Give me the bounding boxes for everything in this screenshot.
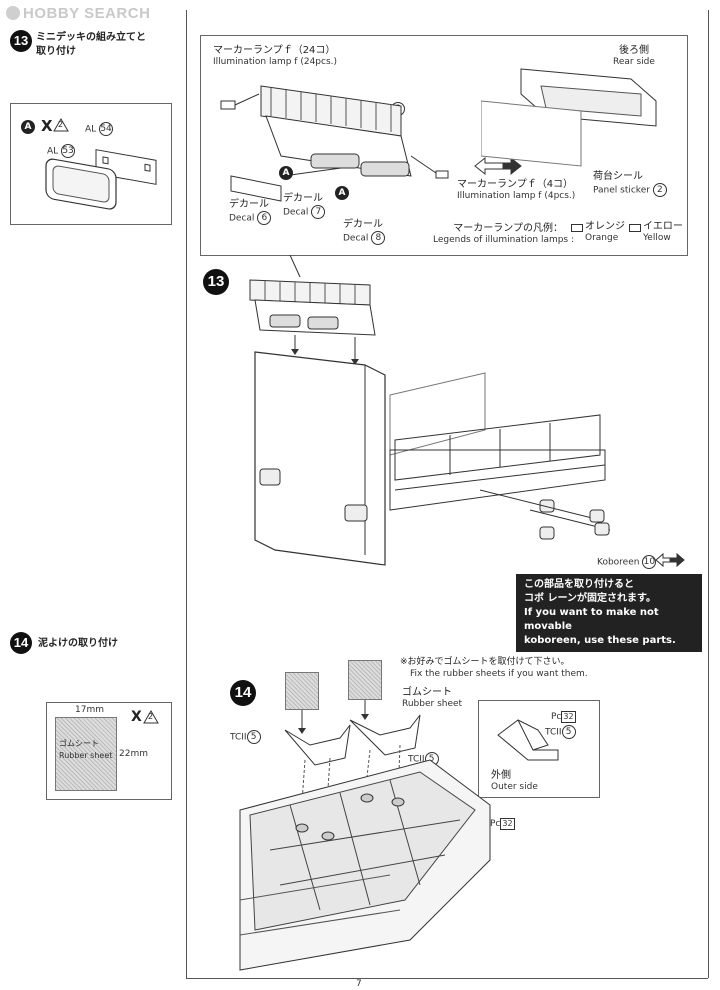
multiply-mark: X (131, 709, 142, 725)
count-value: 2 (58, 120, 64, 129)
decal-8-label: デカール Decal 8 (343, 218, 386, 245)
double-arrow-icon (474, 156, 522, 176)
fixed-koboreen-notice: この部品を取り付けると コボ レーンが固定されます。 If you want t… (516, 574, 702, 652)
step-14-number: 14 (10, 632, 32, 654)
runner-a-badge: A (279, 166, 293, 180)
decal-6-label: デカール Decal 6 (229, 198, 272, 225)
count-triangle-icon (143, 710, 159, 724)
runner-a-badge: A (335, 186, 349, 200)
outer-side-label: 外側 Outer side (491, 770, 538, 792)
decal-7-label: デカール Decal 7 (283, 192, 326, 219)
hobby-search-watermark: HOBBY SEARCH (6, 5, 150, 22)
step-14-title: 泥よけの取り付け (38, 638, 118, 649)
part-al54-label: AL 54 (85, 122, 114, 136)
step-14-diagram-number: 14 (230, 680, 256, 706)
rubber-sheet-shape (55, 717, 117, 791)
multiply-mark: X (41, 117, 53, 135)
rubber-sheet-right (348, 660, 382, 700)
step-13-title-line2: 取り付け (36, 46, 76, 57)
double-arrow-icon (655, 552, 685, 568)
orange-legend: オレンジ Orange (585, 221, 625, 243)
step-14-parts-box: 17mm ゴムシート Rubber sheet 22mm X 2 (46, 702, 172, 800)
yellow-legend: イエロー Yellow (643, 221, 683, 243)
koboreen-label: Koboreen 10 (597, 555, 657, 569)
rubber-sheet-label: ゴムシート Rubber sheet (402, 687, 463, 709)
sheet-name-jp: ゴムシート (59, 739, 99, 748)
step-13-title-line1: ミニデッキの組み立てと (36, 32, 146, 43)
column-divider (186, 10, 187, 978)
step-13-detail-box: マーカーランプｆ（24コ） Illumination lamp f (24pcs… (200, 35, 688, 256)
step-13-number: 13 (10, 30, 32, 52)
step-14-assembly-drawing (239, 700, 491, 971)
lamp-lens-parts-drawing (45, 149, 157, 210)
rear-side-label: 後ろ側 Rear side (613, 45, 655, 67)
marker-lamp-4-label: マーカーランプｆ（4コ） Illumination lamp f (4pcs.) (457, 179, 576, 201)
orange-lamp-icon (571, 224, 583, 232)
sheet-width-label: 17mm (75, 705, 104, 715)
mini-deck-drawing (220, 85, 449, 202)
yellow-lamp-icon (629, 224, 641, 232)
step-13-assembly-drawing (249, 255, 611, 566)
bottom-border (186, 978, 708, 979)
step-13-parts-box: A X 2 AL 54 AL 53 (10, 103, 172, 225)
rubber-sheet-left (285, 672, 319, 710)
count-value: 2 (148, 712, 154, 721)
rubber-sheet-note: ※お好みでゴムシートを取付けて下さい。 Fix the rubber sheet… (400, 657, 588, 679)
logo-icon (6, 6, 20, 20)
count-triangle-icon (53, 118, 69, 132)
panel-sticker-label: 荷台シール Panel sticker 2 (593, 170, 667, 197)
legend-label: マーカーランプの凡例： Legends of illumination lamp… (433, 223, 575, 245)
page-number: 7 (356, 979, 362, 989)
marker-lamp-24-label: マーカーランプｆ（24コ） Illumination lamp f (24pcs… (213, 45, 338, 67)
runner-a-badge: A (21, 120, 35, 134)
right-border (708, 10, 709, 978)
sheet-name-en: Rubber sheet (59, 751, 113, 760)
sheet-height-label: 22mm (119, 749, 148, 759)
part-al53-label: AL 53 (47, 144, 76, 158)
step-13-diagram-number: 13 (203, 269, 229, 295)
mudguard-part-drawing (497, 719, 559, 761)
rear-panel-drawing (481, 68, 657, 167)
